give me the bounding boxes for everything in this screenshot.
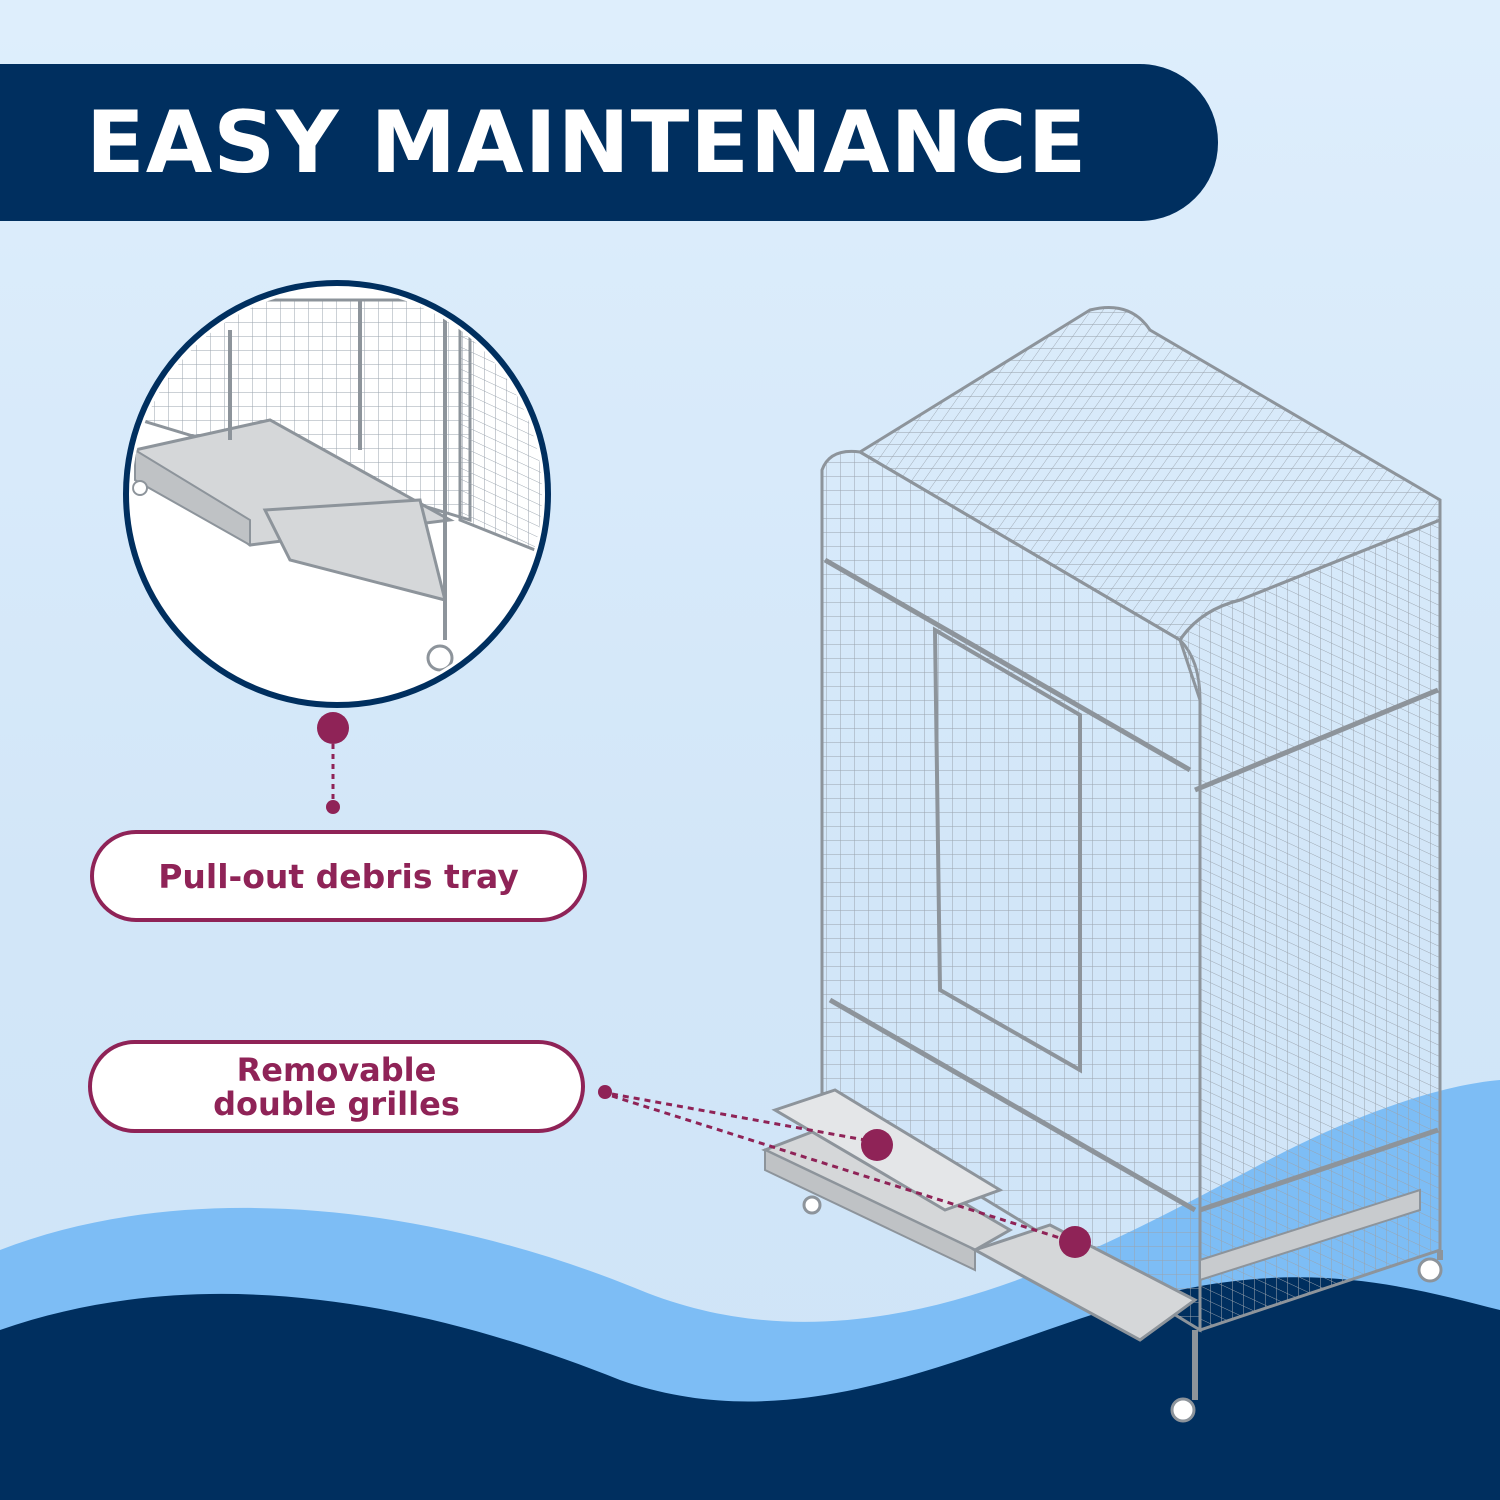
title-banner: EASY MAINTENANCE xyxy=(0,64,1218,221)
callout-connectors xyxy=(317,712,1091,1258)
callout-double-grilles: Removable double grilles xyxy=(88,1040,585,1133)
callout-grilles-line1: Removable xyxy=(236,1050,437,1089)
callout-dot-small xyxy=(326,800,340,814)
cage-door xyxy=(932,626,1082,1074)
callout-dot-large xyxy=(1059,1226,1091,1258)
callout-debris-tray: Pull-out debris tray xyxy=(90,830,587,922)
wheel xyxy=(1417,1257,1443,1283)
callout-debris-tray-label: Pull-out debris tray xyxy=(158,856,519,896)
page-title: EASY MAINTENANCE xyxy=(86,92,1088,193)
wheel xyxy=(802,1195,822,1215)
cage-icon xyxy=(761,306,1443,1423)
magnifier-inset xyxy=(123,280,551,708)
callout-dot-large xyxy=(861,1129,893,1161)
callout-grilles-line2: double grilles xyxy=(213,1084,460,1123)
callout-dot-small xyxy=(598,1085,612,1099)
cage-roof xyxy=(857,306,1442,643)
inset-wheel xyxy=(426,644,454,672)
wheel xyxy=(1170,1397,1196,1423)
callout-dot-large xyxy=(317,712,349,744)
